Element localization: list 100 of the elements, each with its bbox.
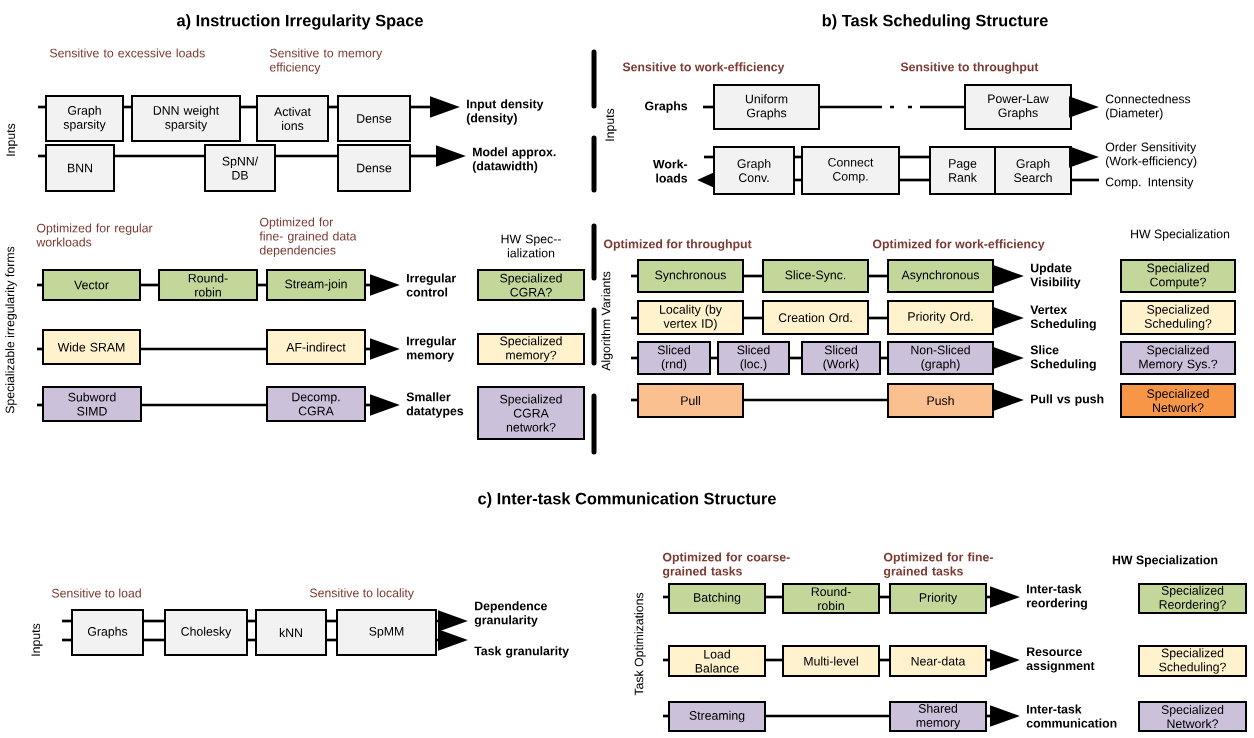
- connector-line: [37, 347, 42, 351]
- connector-line: [124, 105, 131, 109]
- option-box: Priority: [889, 583, 987, 614]
- option-box: Graph Search: [994, 146, 1072, 195]
- row-title: Graphs: [645, 101, 688, 113]
- annotation-text: Optimized for fine- grained data dependencies: [259, 217, 357, 257]
- option-box: Sliced (loc.): [717, 341, 790, 375]
- option-box: Push: [887, 383, 994, 418]
- panel-title: c) Inter-task Communication Structure: [478, 492, 776, 508]
- connector-line: [869, 316, 887, 320]
- specialization-box: Specialized Scheduling?: [1138, 645, 1247, 677]
- option-box: Non-Sliced (graph): [887, 341, 994, 375]
- option-box: Dense: [337, 95, 411, 142]
- connector-line: [790, 356, 801, 360]
- axis-label: Algorithm Variants: [601, 271, 613, 371]
- connector-line: [241, 105, 256, 109]
- connector-line: [141, 347, 266, 351]
- connector-line: [795, 155, 801, 159]
- connector-line: [248, 619, 255, 623]
- option-box: Power-Law Graphs: [964, 84, 1072, 130]
- option-box: Graph Conv.: [713, 146, 795, 195]
- option-box: Batching: [668, 583, 766, 614]
- annotation-text: Optimized for regular workloads: [36, 223, 153, 247]
- option-box: Subword SIMD: [42, 386, 142, 422]
- specialization-box: Specialized memory?: [477, 333, 585, 365]
- annotation-text: Optimized for coarse- grained tasks: [662, 552, 790, 578]
- option-box: DNN weight sparsity: [131, 95, 241, 142]
- connector-line: [329, 105, 337, 109]
- option-box: SpNN/ DB: [204, 144, 276, 192]
- connector-line: [900, 178, 929, 182]
- row-label: Inter-task reordering: [1027, 584, 1087, 610]
- connector-line: [1072, 178, 1099, 182]
- connector-line: [663, 595, 668, 599]
- axis-label: Inputs: [605, 108, 617, 141]
- connector-line: [900, 155, 929, 159]
- connector-line: [766, 714, 889, 718]
- option-box: Priority Ord.: [887, 300, 994, 335]
- option-box: kNN: [255, 609, 327, 656]
- connector-line: [327, 638, 336, 642]
- row-label: Smaller datatypes: [406, 392, 464, 418]
- option-box: Locality (by vertex ID): [637, 300, 744, 335]
- row-label: Dependence granularity: [474, 601, 547, 627]
- option-box: Sliced (rnd): [637, 341, 711, 375]
- connector-line: [880, 595, 889, 599]
- axis-label: Inputs: [31, 623, 43, 656]
- option-box: Multi-level: [782, 645, 880, 677]
- column-header: HW Spec-- ialization: [501, 234, 561, 258]
- connector-line: [37, 283, 42, 287]
- specialization-box: Specialized Network?: [1138, 701, 1247, 732]
- annotation-text: Optimized for throughput: [603, 239, 752, 251]
- connector-line: [631, 356, 637, 360]
- annotation-text: Sensitive to work-efficiency: [622, 62, 785, 74]
- connector-line: [258, 283, 266, 287]
- connector-line: [37, 403, 42, 407]
- specialization-box: Specialized Compute?: [1120, 259, 1236, 293]
- option-box: Load Balance: [668, 645, 766, 677]
- connector-line: [248, 638, 255, 642]
- option-box: Activat ions: [256, 95, 329, 142]
- connector-line: [766, 658, 782, 662]
- row-label: Connectedness (Diameter): [1105, 94, 1191, 120]
- row-label: Order Sensitivity (Work-efficiency): [1105, 142, 1197, 168]
- option-box: SpMM: [336, 609, 437, 656]
- option-box: Creation Ord.: [762, 300, 869, 335]
- connector-line: [703, 105, 713, 109]
- option-box: Uniform Graphs: [713, 84, 820, 130]
- specialization-box: Specialized Memory Sys.?: [1120, 341, 1236, 375]
- option-box: Stream-join: [266, 269, 366, 301]
- option-box: Slice-Sync.: [762, 259, 869, 293]
- option-box: Graph sparsity: [45, 95, 124, 142]
- row-label: Vertex Scheduling: [1030, 305, 1096, 331]
- connector-line: [704, 155, 713, 159]
- annotation-text: Optimized for fine- grained tasks: [883, 552, 993, 578]
- column-header: HW Specialization: [1131, 229, 1230, 241]
- option-box: Sliced (Work): [801, 341, 881, 375]
- connector-line: [115, 154, 204, 158]
- row-label: Slice Scheduling: [1030, 345, 1096, 371]
- connector-line: [62, 619, 71, 623]
- option-box: Round- robin: [782, 583, 880, 614]
- option-box: Round- robin: [158, 269, 258, 301]
- panel-title: b) Task Scheduling Structure: [822, 14, 1048, 30]
- connector-line: [144, 619, 164, 623]
- specialization-box: Specialized CGRA network?: [477, 386, 585, 440]
- connector-line: [744, 274, 762, 278]
- connector-line: [144, 638, 164, 642]
- option-box: Asynchronous: [887, 259, 994, 293]
- connector-line: [141, 283, 158, 287]
- connector-line: [711, 356, 717, 360]
- option-box: Decomp. CGRA: [266, 386, 366, 422]
- row-title: Work- loads: [653, 159, 688, 183]
- option-box: Shared memory: [889, 701, 987, 732]
- row-label: Update Visibility: [1030, 263, 1081, 289]
- connector-line: [880, 658, 889, 662]
- row-label: Irregular control: [406, 273, 456, 297]
- row-label: Irregular memory: [407, 336, 456, 362]
- connector-line: [142, 403, 266, 407]
- panel-title: a) Instruction Irregularity Space: [177, 14, 423, 30]
- row-label: Task granularity: [474, 646, 569, 658]
- option-box: Dense: [337, 144, 411, 192]
- option-box: Near-data: [889, 645, 987, 677]
- option-box: Pull: [637, 383, 744, 418]
